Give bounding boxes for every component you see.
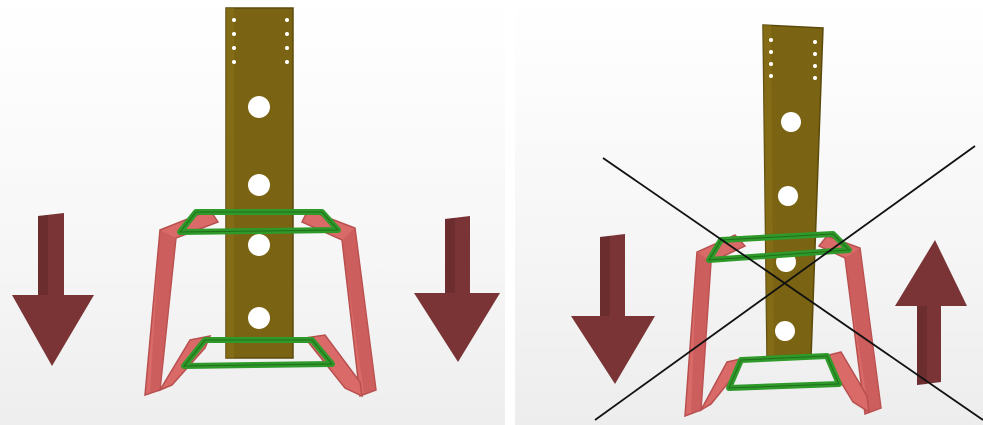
frame-right-leg bbox=[300, 209, 377, 398]
right-up-arrow bbox=[895, 240, 967, 385]
right-panel-drawing bbox=[571, 24, 983, 421]
right-down-arrow bbox=[414, 216, 500, 362]
left-down-arrow bbox=[12, 213, 94, 366]
bottom-brace bbox=[181, 337, 335, 369]
top-brace bbox=[177, 209, 341, 235]
left-panel-drawing bbox=[12, 7, 500, 398]
vertical-plate bbox=[762, 24, 824, 359]
vertical-plate bbox=[225, 7, 294, 359]
top-brace bbox=[706, 231, 852, 263]
cross-out-mark bbox=[594, 145, 983, 421]
frame-right-leg bbox=[817, 235, 882, 416]
left-panel bbox=[0, 0, 505, 425]
bottom-brace bbox=[726, 353, 842, 391]
left-down-arrow bbox=[571, 234, 655, 384]
right-panel bbox=[515, 0, 983, 425]
